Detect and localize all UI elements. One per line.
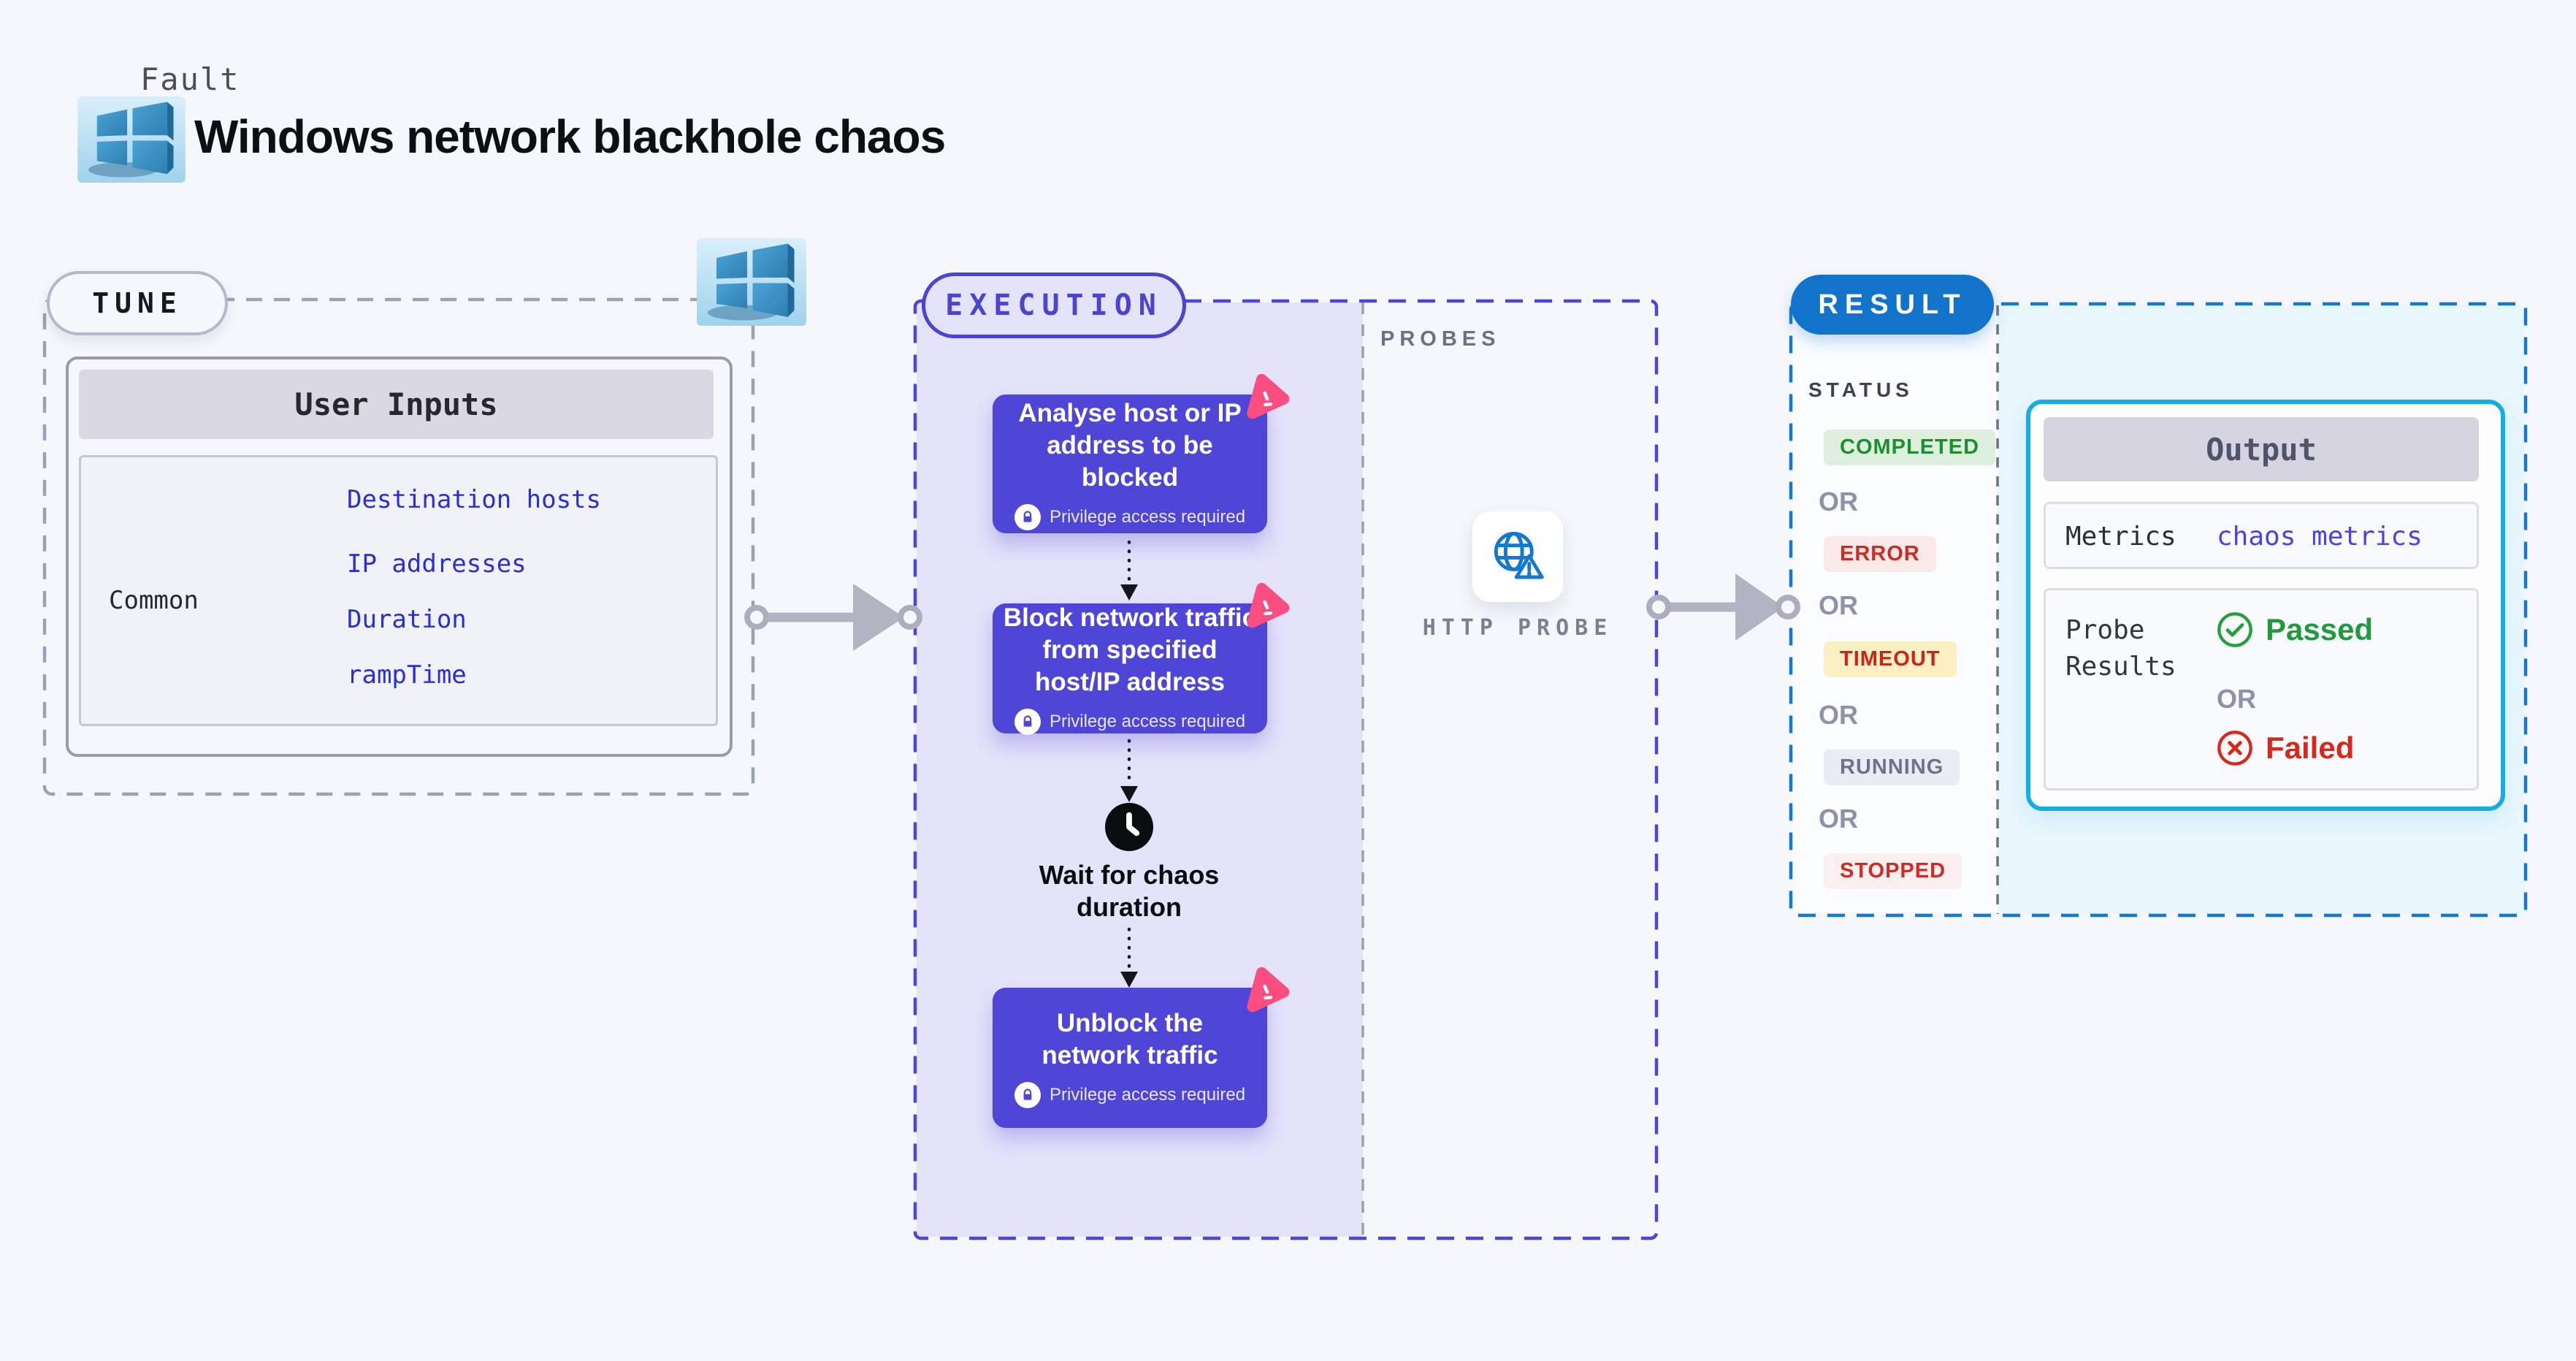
privilege-label: Privilege access required [1049,712,1246,731]
privilege-badge: Privilege access required [1014,709,1245,735]
step-arrowheads [1120,584,1138,988]
connector-tune-to-execution [744,584,922,651]
step-analyse-host: Analyse host or IP address to be blocked… [993,373,1290,533]
or-separator: OR [1819,700,1858,730]
litmus-chaos-icon [1247,582,1290,628]
privilege-badge: Privilege access required [1014,1082,1245,1108]
step-block-traffic: Block network traffic from specified hos… [993,582,1290,735]
status-badge-completed: COMPLETED [1824,430,1996,465]
chaos-metrics-link[interactable]: chaos metrics [2217,522,2423,552]
tune-label: TUNE [92,287,183,319]
link-destination-hosts[interactable]: Destination hosts [347,485,601,514]
failed-label: Failed [2266,731,2355,765]
privilege-badge: Privilege access required [1014,504,1245,530]
windows-icon-tune [697,238,806,326]
status-heading: STATUS [1808,378,1914,401]
passed-label: Passed [2266,612,2374,647]
check-circle-icon [2217,612,2252,647]
page-title: Windows network blackhole chaos [194,110,946,163]
row-label-common: Common [109,586,199,615]
or-separator: OR [1819,487,1858,516]
step-unblock-traffic: Unblock the network traffic Privilege ac… [993,967,1290,1128]
execution-pill: EXECUTION [922,272,1186,338]
step-title: Analyse host or IP address to be blocked [1018,399,1242,492]
user-inputs-body: Common Destination hosts IP addresses Du… [79,455,718,726]
probe-passed: Passed [2216,611,2373,649]
windows-icon [77,96,186,183]
litmus-chaos-icon [1247,373,1290,419]
metrics-row: Metrics chaos metrics [2044,502,2479,569]
output-header: Output [2044,417,2479,481]
x-circle-icon [2217,731,2252,766]
or-separator: OR [2217,684,2256,714]
link-ramptime[interactable]: rampTime [347,660,467,690]
http-probe-icon [1494,532,1544,579]
probe-failed: Failed [2216,729,2354,767]
execution-label: EXECUTION [945,289,1163,322]
link-ip-addresses[interactable]: IP addresses [347,549,527,579]
wait-step-label: Wait for chaos duration [1039,860,1220,922]
http-probe-label: HTTP PROBE [1422,615,1613,641]
tune-pill: TUNE [47,271,228,335]
tune-dashed-frame [42,297,755,796]
status-badge-timeout: TIMEOUT [1824,641,1957,677]
output-card: Output Metrics chaos metrics Probe Resul… [2026,400,2505,811]
metrics-label: Metrics [2065,522,2176,552]
privilege-label: Privilege access required [1049,1085,1246,1105]
status-badge-running: RUNNING [1824,750,1960,785]
lock-icon [1014,1082,1041,1108]
or-separator: OR [1819,804,1858,834]
probe-results-label: Probe Results [2065,615,2176,682]
execution-dashed-frame [913,299,1659,1240]
step-title: Block network traffic from specified hos… [1003,603,1257,696]
step-title: Unblock the network traffic [1042,1009,1218,1070]
user-inputs-header: User Inputs [79,370,714,439]
litmus-chaos-icon [1247,967,1290,1013]
user-inputs-table [66,357,733,757]
connector-probes-to-result [1646,573,1800,641]
http-probe-card[interactable] [1472,511,1563,602]
probe-results-row: Probe Results Passed OR Failed [2044,588,2479,790]
result-pill: RESULT [1791,275,1994,335]
status-badge-stopped: STOPPED [1824,853,1962,889]
status-column-fill [1792,305,1998,912]
link-duration[interactable]: Duration [347,605,467,634]
output-header-label: Output [2206,431,2317,468]
lock-icon [1014,504,1041,530]
probes-section-label: PROBES [1380,327,1501,351]
fault-kicker: Fault [140,61,240,97]
or-separator: OR [1819,590,1858,620]
result-label: RESULT [1818,289,1967,320]
privilege-label: Privilege access required [1049,507,1246,527]
status-badge-error: ERROR [1824,536,1936,572]
lock-icon [1014,709,1041,735]
clock-icon [1105,803,1153,851]
user-inputs-header-label: User Inputs [294,386,498,422]
